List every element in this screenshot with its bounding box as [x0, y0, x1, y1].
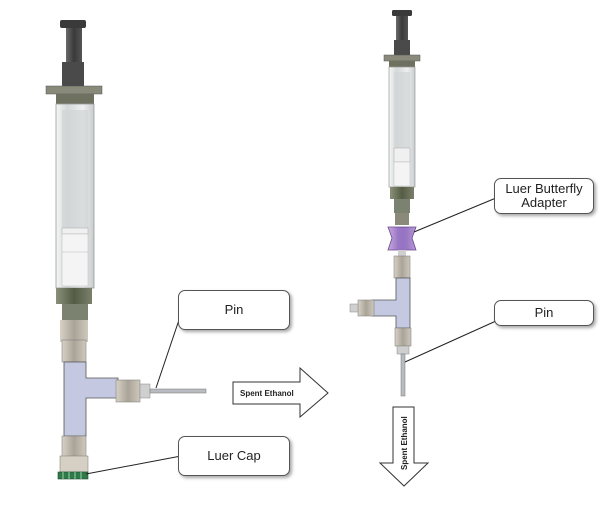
right-flow-arrow: Spent Ethanol [378, 406, 430, 487]
left-pin-callout: Pin [178, 290, 290, 330]
left-side-nut [115, 379, 141, 403]
left-flow-arrow-label: Spent Ethanol [240, 389, 294, 398]
left-top-nut [61, 339, 87, 363]
left-pin-leader [155, 313, 182, 389]
left-luer-cap-leader [85, 455, 182, 475]
right-syringe [349, 10, 421, 397]
right-plunger-knob [392, 10, 412, 16]
left-luer-cap-callout-label: Luer Cap [207, 448, 261, 463]
right-adapter-callout-line2: Adapter [521, 195, 567, 210]
left-luer-cap [57, 471, 89, 480]
right-barrel-fitting [390, 187, 414, 199]
left-pin-callout-label: Pin [224, 302, 244, 317]
right-pin-leader [404, 320, 497, 363]
left-flow-arrow: Spent Ethanol [232, 366, 329, 419]
left-barrel-fitting [56, 288, 92, 304]
left-plunger-rod [66, 28, 82, 64]
left-luer-cap-callout: Luer Cap [178, 436, 290, 476]
right-flow-arrow-label: Spent Ethanol [400, 416, 409, 470]
right-bottom-nut [394, 327, 412, 347]
left-tee-body [63, 361, 119, 437]
left-syringe [45, 20, 207, 480]
left-bottom-nut [61, 435, 87, 459]
left-syringe-flange [45, 85, 103, 95]
right-plunger-rod [396, 16, 408, 42]
right-pin-callout: Pin [494, 300, 594, 326]
right-syringe-flange [383, 54, 421, 62]
left-pin [149, 388, 207, 394]
right-side-nut [357, 299, 375, 317]
right-top-nut [393, 255, 411, 279]
right-adapter-leader [413, 197, 497, 233]
right-adapter-callout: Luer Butterfly Adapter [494, 178, 594, 214]
right-pin-callout-label: Pin [534, 305, 554, 320]
left-plunger-knob [60, 20, 86, 28]
right-adapter-callout-line1: Luer Butterfly [505, 181, 583, 196]
right-pin [400, 353, 406, 397]
right-tee-body [371, 277, 411, 329]
